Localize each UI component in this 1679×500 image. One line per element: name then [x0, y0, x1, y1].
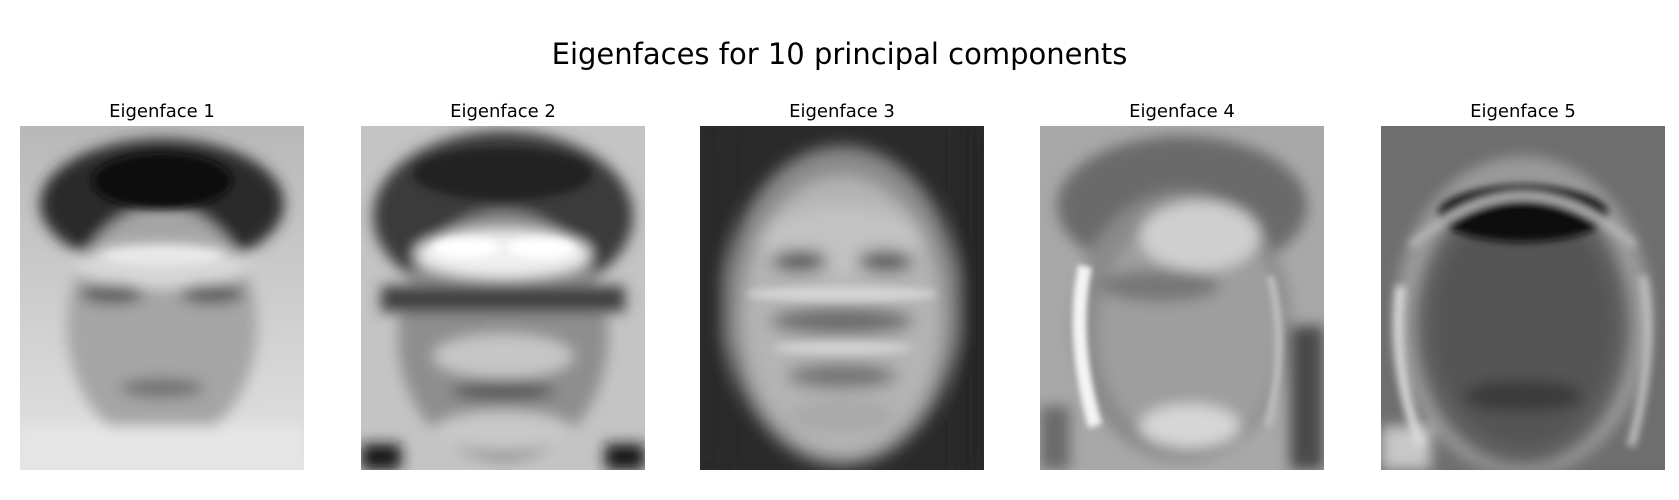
eigenface-panel-2: Eigenface 2: [361, 98, 645, 470]
eigenface-image-2: [361, 126, 645, 470]
panel-title: Eigenface 2: [450, 101, 556, 122]
eigenface-panel-1: Eigenface 1: [20, 98, 304, 470]
panel-title: Eigenface 3: [789, 101, 895, 122]
panel-title: Eigenface 1: [109, 101, 215, 122]
eigenface-image-4: [1040, 126, 1324, 470]
eigenface-image-3: [700, 126, 984, 470]
eigenface-panel-4: Eigenface 4: [1040, 98, 1324, 470]
panel-title: Eigenface 4: [1129, 101, 1235, 122]
eigenface-image-5: [1381, 126, 1665, 470]
figure-title: Eigenfaces for 10 principal components: [551, 37, 1128, 71]
eigenface-panel-3: Eigenface 3: [700, 98, 984, 470]
panel-title: Eigenface 5: [1470, 101, 1576, 122]
eigenface-panel-5: Eigenface 5: [1381, 98, 1665, 470]
eigenface-image-1: [20, 126, 304, 470]
